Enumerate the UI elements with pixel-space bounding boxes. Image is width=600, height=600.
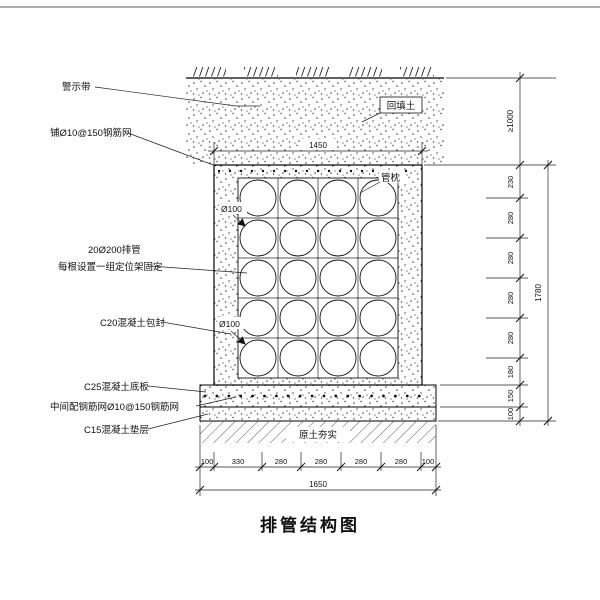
pipe-circle <box>239 259 277 297</box>
left-annotations: 警示带 铺Ø10@150钢筋网 20Ø200排管 每根设置一组定位架固定 C20… <box>50 81 260 436</box>
bottom-dimension-chain: 100 330 280 280 280 280 100 <box>195 425 441 496</box>
pipe-circle <box>319 339 357 377</box>
right-seg-2: 280 <box>506 252 515 265</box>
compacted-soil-label: 原土夯实 <box>299 429 337 441</box>
slab-texture <box>200 385 436 407</box>
pipe-circle <box>359 219 397 257</box>
pipe-circle <box>279 179 317 217</box>
bottom-seg-5: 280 <box>395 457 408 466</box>
top-width-value: 1450 <box>309 141 327 150</box>
bottom-seg-0: 100 <box>201 457 214 466</box>
bottom-total-value: 1650 <box>309 480 327 489</box>
right-seg-6: 150 <box>506 390 515 403</box>
pipe-dia-lower-label: Ø100 <box>219 319 240 329</box>
cushion-leader <box>147 413 209 430</box>
compacted-soil: 原土夯实 <box>200 421 436 443</box>
pipe-dia-upper-label: Ø100 <box>221 204 242 214</box>
pipe-circle <box>359 299 397 337</box>
right-total-value: 1780 <box>534 284 543 302</box>
pipe-dia-lower-bg <box>217 317 245 329</box>
pipe-circle <box>279 219 317 257</box>
bottom-total-dimension: 1650 <box>195 480 441 495</box>
pipe-circle <box>319 179 357 217</box>
right-seg-0: 230 <box>506 176 515 189</box>
pipe-circle <box>239 299 277 337</box>
top-mesh-leader <box>127 132 217 167</box>
cushion-label: C15混凝土垫层 <box>84 424 149 436</box>
right-total-dimension: 1780 <box>534 160 553 426</box>
top-dimension: 1450 <box>208 139 428 166</box>
right-seg-3: 280 <box>506 292 515 305</box>
cushion-layer <box>199 406 437 422</box>
base-slab <box>199 384 437 408</box>
base-slab-leader <box>147 385 207 393</box>
pipes-spec-label: 20Ø200排管 <box>88 244 141 256</box>
pipe-dia-lower-arrow <box>230 330 246 345</box>
right-seg-5: 180 <box>506 366 515 379</box>
pipe-dia-upper-bg <box>219 202 247 214</box>
bottom-seg-3: 280 <box>315 457 328 466</box>
pipe-circle <box>319 299 357 337</box>
right-seg-7: 100 <box>506 408 515 421</box>
cushion-texture <box>200 407 436 421</box>
ground-surface <box>186 67 444 79</box>
pipe-circle <box>279 299 317 337</box>
top-mesh-label: 铺Ø10@150钢筋网 <box>50 127 131 139</box>
pipe-circles <box>239 179 397 377</box>
warning-tape-leader <box>94 86 260 107</box>
pipe-circle <box>279 259 317 297</box>
pipe-circle <box>359 259 397 297</box>
pipe-pillow-label-bg <box>379 170 405 183</box>
fill-depth-dimension: ≥1000 <box>506 109 515 132</box>
pipes-note-label: 每根设置一组定位架固定 <box>58 261 163 273</box>
pipe-pillow-leader <box>359 181 381 194</box>
encasement-label: C20混凝土包封 <box>100 317 165 329</box>
bottom-seg-4: 280 <box>355 457 368 466</box>
backfill-leader <box>361 112 381 123</box>
bottom-seg-2: 280 <box>275 457 288 466</box>
bottom-seg-6: 100 <box>422 457 435 466</box>
backfill-label: 回填土 <box>387 100 416 112</box>
compacted-soil-label-bg <box>286 427 350 442</box>
pipe-dia-upper-arrow <box>232 214 246 227</box>
right-seg-4: 280 <box>506 332 515 345</box>
middle-mesh-leader <box>195 396 237 407</box>
inner-annotations: 管枕 Ø100 Ø100 <box>217 170 405 345</box>
pipe-circle <box>239 179 277 217</box>
pipe-circle <box>279 339 317 377</box>
backfill-label-box <box>379 96 423 114</box>
base-slab-label: C25混凝土底板 <box>84 381 149 393</box>
warning-tape-label: 警示带 <box>62 81 91 93</box>
pipe-circle <box>359 339 397 377</box>
pipe-circle <box>239 219 277 257</box>
pipe-circle <box>319 259 357 297</box>
encasement-leader <box>161 321 232 335</box>
right-seg-1: 280 <box>506 212 515 225</box>
pipe-circle <box>359 179 397 217</box>
pipe-grid-lines <box>238 178 398 378</box>
pipes-leader <box>149 265 248 274</box>
pipe-circle <box>319 219 357 257</box>
bottom-seg-1: 330 <box>232 457 245 466</box>
drawing-title: 排管结构图 <box>260 515 360 535</box>
right-dimension-chain: 230 280 280 280 280 180 150 100 <box>424 72 556 426</box>
fill-depth-value: ≥1000 <box>506 109 515 132</box>
pipe-grid <box>237 177 399 379</box>
pipe-circle <box>239 339 277 377</box>
middle-mesh-label: 中间配钢筋网Ø10@150钢筋网 <box>50 401 179 413</box>
pipe-pillow-label: 管枕 <box>381 172 401 184</box>
